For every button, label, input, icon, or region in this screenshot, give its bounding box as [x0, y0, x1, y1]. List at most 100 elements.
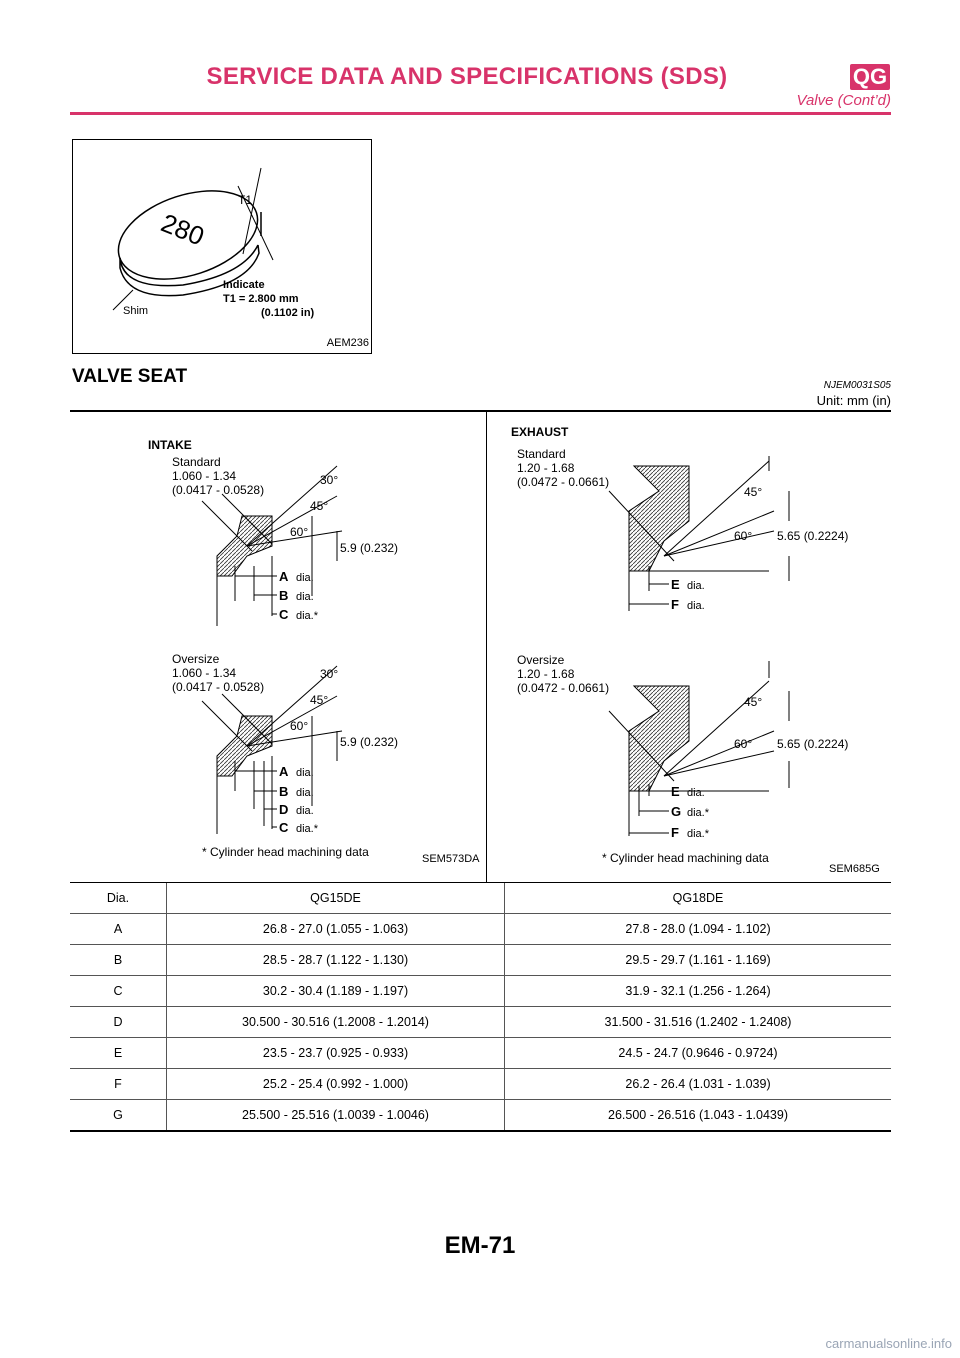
exhaust-letter-e: E — [671, 577, 680, 592]
table-row: F 25.2 - 25.4 (0.992 - 1.000) 26.2 - 26.… — [70, 1068, 891, 1100]
shim-figure-caption: AEM236 — [326, 337, 369, 349]
table-cell: 25.2 - 25.4 (0.992 - 1.000) — [166, 1068, 505, 1100]
shim-indicate: Indicate — [223, 279, 265, 291]
exhaust-diagram: EXHAUST Standard 1.20 - 1.68 (0.0472 - 0… — [511, 425, 880, 875]
exhaust-oversize-value: 1.20 - 1.68 — [517, 667, 575, 681]
figure-divider — [486, 412, 487, 882]
page-header-title: SERVICE DATA AND SPECIFICATIONS (SDS) — [206, 63, 728, 90]
section-unit: Unit: mm (in) — [816, 393, 891, 408]
section-code: NJEM0031S05 — [823, 380, 891, 391]
exhaust-note: * Cylinder head machining data — [602, 851, 769, 865]
intake-dia-b: dia. — [296, 591, 314, 603]
shim-value: T1 = 2.800 mm — [223, 293, 299, 305]
valve-seat-table: Dia. QG15DE QG18DE A 26.8 - 27.0 (1.055 … — [70, 883, 891, 1132]
intake-os-dia-b: dia. — [296, 787, 314, 799]
exhaust-angle-45: 45° — [744, 485, 762, 499]
intake-oversize-inch: (0.0417 - 0.0528) — [172, 680, 264, 694]
table-cell: 23.5 - 23.7 (0.925 - 0.933) — [166, 1037, 505, 1069]
exhaust-os-depth: 5.65 (0.2224) — [777, 737, 848, 751]
table-cell: 30.2 - 30.4 (1.189 - 1.197) — [166, 975, 505, 1007]
table-header-row: Dia. QG15DE QG18DE — [70, 883, 891, 914]
section-rule — [70, 410, 891, 412]
table-cell: 29.5 - 29.7 (1.161 - 1.169) — [504, 944, 891, 976]
intake-os-letter-c: C — [279, 820, 289, 835]
exhaust-standard-inch: (0.0472 - 0.0661) — [517, 475, 609, 489]
table-cell: E — [70, 1037, 167, 1069]
table-cell: 30.500 - 30.516 (1.2008 - 1.2014) — [166, 1006, 505, 1038]
intake-dia-c: dia.* — [296, 610, 319, 622]
table-cell: 26.8 - 27.0 (1.055 - 1.063) — [166, 913, 505, 945]
exhaust-dia-f: dia. — [687, 600, 705, 612]
exhaust-figure: EXHAUST Standard 1.20 - 1.68 (0.0472 - 0… — [489, 416, 889, 880]
table-cell: 26.2 - 26.4 (1.031 - 1.039) — [504, 1068, 891, 1100]
engine-badge: QG — [850, 64, 890, 90]
intake-letter-a: A — [279, 569, 289, 584]
intake-dia-a: dia. — [296, 572, 314, 584]
exhaust-os-letter-g: G — [671, 804, 681, 819]
table-header-cell: QG15DE — [166, 883, 505, 914]
exhaust-os-angle-60: 60° — [734, 737, 752, 751]
exhaust-standard-value: 1.20 - 1.68 — [517, 461, 575, 475]
table-cell: C — [70, 975, 167, 1007]
intake-os-letter-d: D — [279, 802, 288, 817]
table-row: D 30.500 - 30.516 (1.2008 - 1.2014) 31.5… — [70, 1006, 891, 1038]
intake-os-angle-30: 30° — [320, 667, 338, 681]
exhaust-dia-e: dia. — [687, 580, 705, 592]
table-row: C 30.2 - 30.4 (1.189 - 1.197) 31.9 - 32.… — [70, 975, 891, 1007]
exhaust-letter-f: F — [671, 597, 679, 612]
table-cell: 28.5 - 28.7 (1.122 - 1.130) — [166, 944, 505, 976]
exhaust-os-dia-g: dia.* — [687, 807, 710, 819]
intake-letter-b: B — [279, 588, 288, 603]
intake-os-depth: 5.9 (0.232) — [340, 735, 398, 749]
exhaust-os-angle-45: 45° — [744, 695, 762, 709]
shim-figure: 280 T1 Indicate T1 = 2.800 mm (0.1102 in… — [72, 139, 372, 354]
intake-os-dia-a: dia. — [296, 767, 314, 779]
exhaust-oversize-inch: (0.0472 - 0.0661) — [517, 681, 609, 695]
page-number: EM-71 — [444, 1232, 516, 1259]
shim-t1-label: T1 — [238, 193, 252, 207]
intake-os-angle-60: 60° — [290, 719, 308, 733]
table-cell: 26.500 - 26.516 (1.043 - 1.0439) — [504, 1099, 891, 1132]
table-cell: 24.5 - 24.7 (0.9646 - 0.9724) — [504, 1037, 891, 1069]
intake-heading: INTAKE — [148, 438, 192, 452]
table-header-cell: QG18DE — [504, 883, 891, 914]
table-cell: D — [70, 1006, 167, 1038]
exhaust-os-dia-f: dia.* — [687, 828, 710, 840]
intake-caption: SEM573DA — [422, 853, 480, 865]
intake-angle-45: 45° — [310, 499, 328, 513]
shim-illustration: 280 T1 Indicate T1 = 2.800 mm (0.1102 in… — [112, 167, 315, 319]
section-title: VALVE SEAT — [72, 366, 188, 387]
intake-standard-value: 1.060 - 1.34 — [172, 469, 236, 483]
intake-oversize-value: 1.060 - 1.34 — [172, 666, 236, 680]
intake-os-letter-a: A — [279, 764, 289, 779]
intake-os-letter-b: B — [279, 784, 288, 799]
exhaust-depth: 5.65 (0.2224) — [777, 529, 848, 543]
intake-figure: INTAKE Standard 1.060 - 1.34 (0.0417 - 0… — [72, 416, 484, 880]
shim-stamp: 280 — [157, 207, 208, 251]
shim-label: Shim — [123, 305, 148, 317]
intake-angle-30: 30° — [320, 473, 338, 487]
table-row: B 28.5 - 28.7 (1.122 - 1.130) 29.5 - 29.… — [70, 944, 891, 976]
shim-inch: (0.1102 in) — [261, 307, 315, 319]
exhaust-angle-60: 60° — [734, 529, 752, 543]
intake-angle-60: 60° — [290, 525, 308, 539]
intake-os-angle-45: 45° — [310, 693, 328, 707]
table-cell: A — [70, 913, 167, 945]
intake-note: * Cylinder head machining data — [202, 845, 369, 859]
table-cell: F — [70, 1068, 167, 1100]
exhaust-os-letter-f: F — [671, 825, 679, 840]
exhaust-heading: EXHAUST — [511, 425, 569, 439]
intake-depth: 5.9 (0.232) — [340, 541, 398, 555]
intake-oversize-label: Oversize — [172, 652, 220, 666]
table-cell: G — [70, 1099, 167, 1132]
exhaust-os-dia-e: dia. — [687, 787, 705, 799]
table-cell: 31.9 - 32.1 (1.256 - 1.264) — [504, 975, 891, 1007]
page-header-subtitle: Valve (Cont’d) — [796, 92, 891, 109]
table-row: E 23.5 - 23.7 (0.925 - 0.933) 24.5 - 24.… — [70, 1037, 891, 1069]
table-header-cell: Dia. — [70, 883, 167, 914]
intake-diagram: INTAKE Standard 1.060 - 1.34 (0.0417 - 0… — [148, 438, 480, 865]
table-cell: 27.8 - 28.0 (1.094 - 1.102) — [504, 913, 891, 945]
intake-os-dia-d: dia. — [296, 805, 314, 817]
table-cell: 31.500 - 31.516 (1.2402 - 1.2408) — [504, 1006, 891, 1038]
intake-standard-inch: (0.0417 - 0.0528) — [172, 483, 264, 497]
